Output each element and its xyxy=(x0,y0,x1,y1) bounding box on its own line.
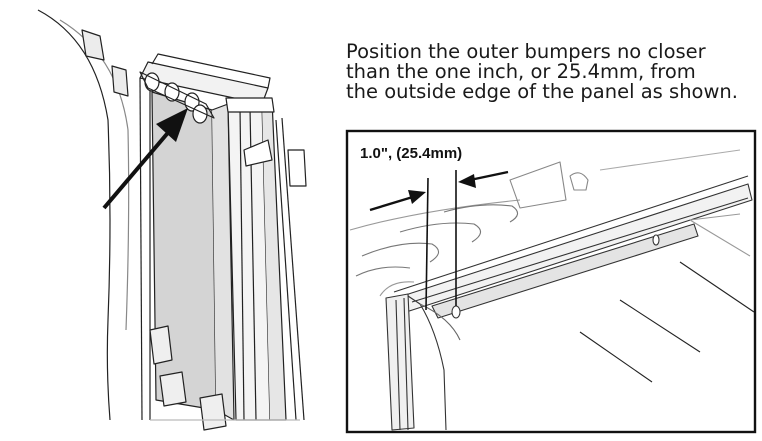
detail-bumper-strip xyxy=(431,223,699,319)
corner-post-line-2 xyxy=(403,297,409,431)
panel-edge-inner xyxy=(419,303,461,341)
arrow-right-shaft xyxy=(469,170,509,182)
glass-line-1 xyxy=(579,331,653,383)
rib-3 xyxy=(443,204,519,223)
corner-cap xyxy=(225,97,275,113)
arrow-right-head xyxy=(458,174,476,188)
side-bracket xyxy=(287,149,307,187)
panel-edge-curve xyxy=(407,295,447,431)
right-frame-line-3 xyxy=(275,119,297,421)
detail-bumper-end xyxy=(451,305,461,319)
rib-2 xyxy=(399,222,482,243)
glass-line-4 xyxy=(689,219,751,257)
glass-line-2 xyxy=(619,299,701,353)
bg-bracket xyxy=(509,161,567,209)
right-frame-line-1 xyxy=(239,107,245,421)
top-rail-edge xyxy=(151,53,271,89)
glass-line-5 xyxy=(689,213,741,221)
clamp-3 xyxy=(199,393,227,431)
rib-1 xyxy=(361,242,440,263)
arrow-left-shaft xyxy=(369,194,417,212)
instruction-line-1: Position the outer bumpers no closer xyxy=(346,40,706,63)
cab-bracket xyxy=(81,29,105,61)
detail-bumper-far xyxy=(652,234,660,246)
bg-line xyxy=(599,149,741,171)
corner-post-line-1 xyxy=(395,299,401,431)
right-frame-line-4 xyxy=(281,117,305,421)
instruction-text: Position the outer bumpers no closer tha… xyxy=(346,42,756,102)
detail-rail-top-edge xyxy=(393,175,749,293)
bg-hook xyxy=(569,172,589,191)
instruction-line-2: than the one inch, or 25.4mm, from xyxy=(346,60,696,83)
clamp-2 xyxy=(159,371,187,407)
cab-bracket-2 xyxy=(111,65,129,97)
instruction-line-3: the outside edge of the panel as shown. xyxy=(346,80,738,103)
measurement-label: 1.0", (25.4mm) xyxy=(360,145,463,162)
bumper-strip xyxy=(139,71,215,119)
rib-5 xyxy=(379,281,415,297)
glass-line-3 xyxy=(679,261,755,313)
arrow-left-head xyxy=(408,190,426,204)
dimension-markers xyxy=(369,170,509,311)
pointer-arrow xyxy=(102,108,188,210)
bumper-2 xyxy=(164,82,180,102)
left-rail-outer xyxy=(139,77,143,421)
rib-4 xyxy=(355,266,411,277)
clamp-1 xyxy=(149,325,173,365)
frame-clip-1 xyxy=(243,139,273,167)
detail-rail-inner xyxy=(411,197,749,303)
dimension-line-left xyxy=(425,177,429,311)
